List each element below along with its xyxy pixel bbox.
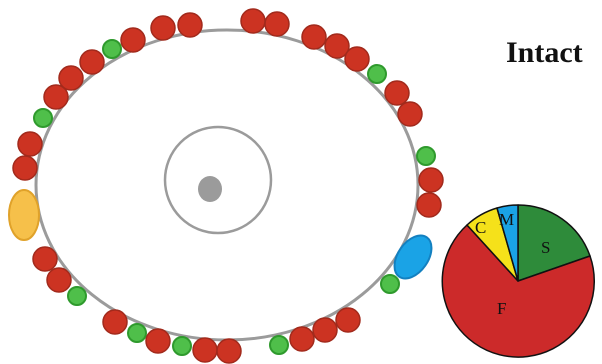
red-particle [313,318,337,342]
red-particle [265,12,289,36]
red-particle [193,338,217,362]
green-particle [173,337,191,355]
red-particle [103,310,127,334]
green-particle [368,65,386,83]
green-particle [381,275,399,293]
pie-label-c: C [475,218,486,237]
cell-membrane [36,30,418,340]
yellow-particle [9,190,39,240]
red-particle [417,193,441,217]
red-particle [241,9,265,33]
red-particle [290,327,314,351]
red-particle [178,13,202,37]
red-particle [419,168,443,192]
red-particle [80,50,104,74]
red-particle [385,81,409,105]
red-particle [336,308,360,332]
red-particle [13,156,37,180]
red-particle [151,16,175,40]
green-particle [34,109,52,127]
pie-chart: S F C M [442,205,594,357]
red-particle [44,85,68,109]
red-particle [302,25,326,49]
red-particle [121,28,145,52]
pie-label-f: F [497,299,506,318]
red-particle [33,247,57,271]
nucleus [198,176,222,202]
pie-label-s: S [541,238,550,257]
red-particle [217,339,241,363]
cell [36,30,418,340]
green-particle [417,147,435,165]
green-particle [270,336,288,354]
red-particle [146,329,170,353]
red-particle [398,102,422,126]
red-particle [345,47,369,71]
green-particle [128,324,146,342]
green-particle [68,287,86,305]
pie-label-m: M [499,210,514,229]
red-particle [18,132,42,156]
green-particle [103,40,121,58]
red-particle [47,268,71,292]
